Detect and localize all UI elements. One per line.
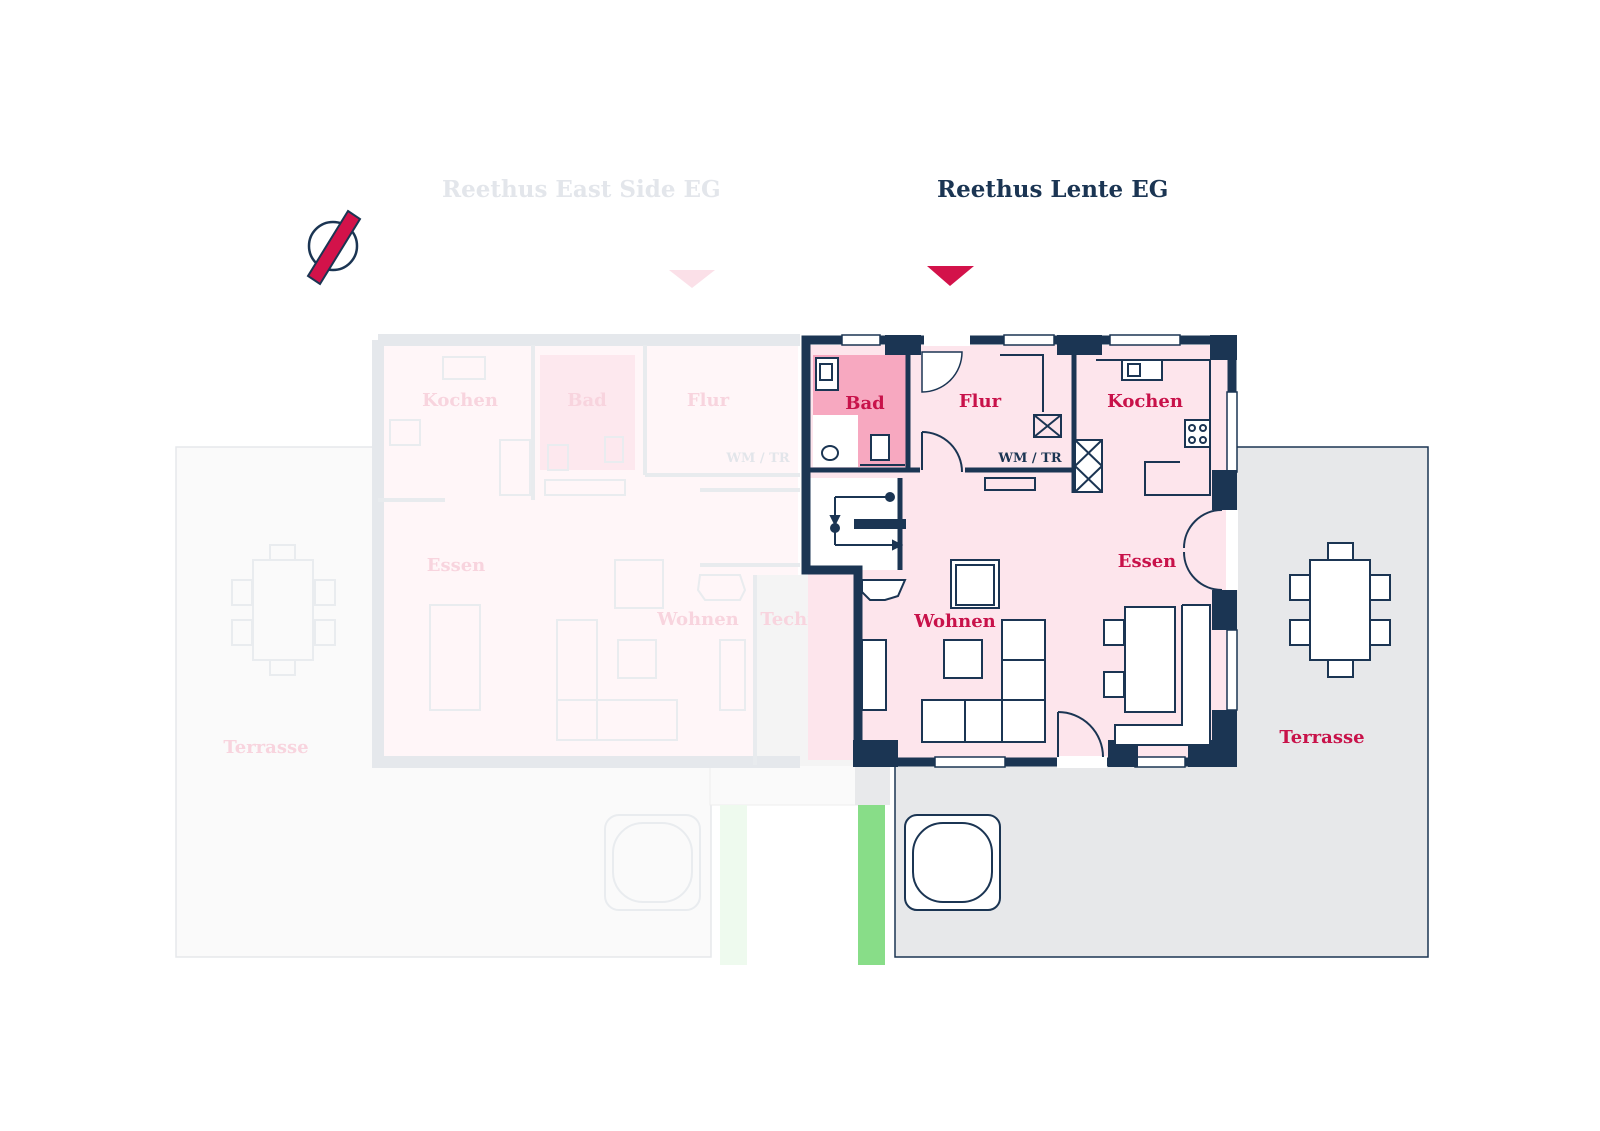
lente-label-essen: Essen [1118,551,1177,572]
east-label-flur: Flur [687,390,730,411]
north-arrow-icon [306,209,362,286]
east-label-wmtr: WM / TR [725,451,789,466]
lente-path [858,805,885,965]
title-east-side: Reethus East Side EG [442,176,721,203]
east-label-essen: Essen [427,555,486,576]
lente-label-wmtr: WM / TR [997,451,1061,466]
east-label-wohnen: Wohnen [656,609,738,630]
east-label-kochen: Kochen [422,390,498,411]
east-path [720,805,747,965]
lente-label-bad: Bad [845,393,885,414]
title-lente: Reethus Lente EG [937,176,1169,203]
east-side-floorplan: Kochen Bad Flur WM / TR Essen Wohnen Tec… [175,334,859,965]
lente-terrace [855,765,890,805]
entrance-marker-right-icon [927,266,974,286]
east-label-terrasse: Terrasse [223,737,308,758]
lente-floorplan: Bad Flur Kochen WM / TR Essen Wohnen Ter… [801,334,1429,965]
lente-label-wohnen: Wohnen [913,611,995,632]
lente-label-kochen: Kochen [1107,391,1183,412]
east-label-bad: Bad [567,390,607,411]
entrance-marker-left-icon [669,270,715,288]
lente-label-flur: Flur [959,391,1002,412]
lente-label-terrasse: Terrasse [1279,727,1364,748]
